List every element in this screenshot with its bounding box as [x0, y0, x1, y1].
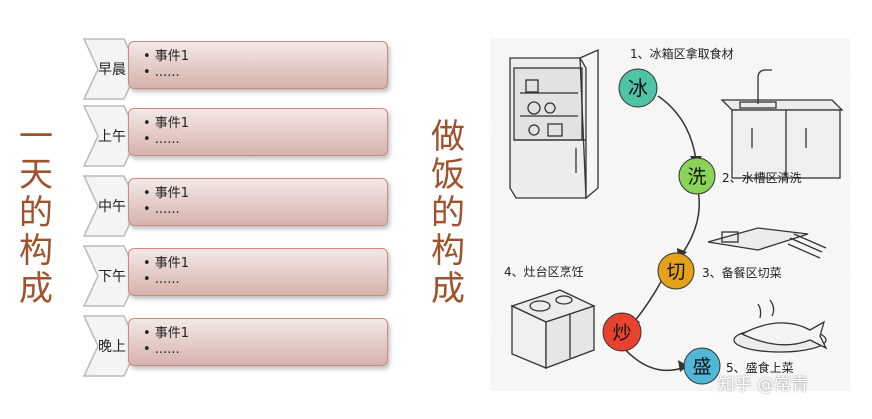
event-line: • 事件1 — [143, 186, 190, 201]
timeline-row-morning: 早晨 • 事件1 • ...... — [82, 37, 390, 100]
step-label: 2、水槽区清洗 — [722, 171, 802, 185]
step-glyph: 洗 — [687, 166, 706, 188]
stove-icon — [510, 289, 596, 369]
right-title-char: 饭 — [431, 155, 465, 195]
sink-icon — [720, 69, 844, 179]
step-label: 5、盛食上菜 — [726, 360, 794, 375]
timeline-row-noon: 中午 • 事件1 • ...... — [82, 174, 390, 237]
event-line: • 事件1 — [143, 256, 190, 271]
flow-arrows — [621, 95, 701, 372]
right-title-char: 的 — [431, 193, 465, 233]
step-glyph: 冰 — [628, 76, 648, 100]
period-label: 下午 — [98, 269, 126, 285]
timeline-row-evening: 晚上 • 事件1 • ...... — [82, 314, 390, 377]
step-wash: 洗 2、水槽区清洗 — [678, 157, 802, 195]
cutting-board-icon — [707, 227, 827, 259]
event-line: • ...... — [143, 272, 180, 287]
chevron-shape — [82, 38, 139, 100]
step-label: 3、备餐区切菜 — [702, 265, 782, 280]
step-label: 4、灶台区烹饪 — [504, 264, 584, 279]
fridge-icon — [509, 48, 599, 200]
step-glyph: 盛 — [692, 356, 711, 378]
period-label: 上午 — [98, 129, 126, 145]
timeline-row-afternoon: 下午 • 事件1 • ...... — [82, 244, 390, 307]
event-box: • 事件1 • ...... — [128, 178, 388, 226]
step-cut: 切 3、备餐区切菜 — [657, 252, 782, 290]
step-label: 1、冰箱区拿取食材 — [630, 46, 734, 61]
event-line: • 事件1 — [143, 49, 190, 64]
left-title-char: 天 — [19, 155, 53, 195]
event-line: • ...... — [143, 202, 180, 217]
right-title-char: 做 — [431, 117, 465, 157]
watermark: 知乎 @常青 — [718, 375, 809, 395]
left-title-char: 一 — [19, 117, 53, 157]
right-title-char: 构 — [431, 231, 465, 271]
cooking-flow-sketch: 冰 1、冰箱区拿取食材 洗 2、水槽区清洗 切 3、备餐区切菜 炒 4、灶台区烹… — [490, 38, 850, 391]
right-title-char: 成 — [431, 269, 465, 309]
left-title-char: 成 — [19, 269, 53, 309]
period-label: 中午 — [98, 199, 126, 215]
step-glyph: 切 — [666, 261, 685, 283]
left-vertical-title: 一 天 的 构 成 — [16, 118, 56, 308]
step-fry: 炒 4、灶台区烹饪 — [504, 264, 642, 352]
timeline-row-forenoon: 上午 • 事件1 • ...... — [82, 104, 390, 167]
step-ice: 冰 1、冰箱区拿取食材 — [618, 46, 734, 108]
event-box: • 事件1 • ...... — [128, 248, 388, 296]
fish-dish-icon — [733, 299, 828, 353]
step-serve: 盛 5、盛食上菜 — [683, 347, 794, 385]
event-box: • 事件1 • ...... — [128, 318, 388, 366]
event-line: • 事件1 — [143, 116, 190, 131]
period-label: 早晨 — [98, 62, 126, 78]
period-label: 晚上 — [98, 339, 126, 355]
event-line: • ...... — [143, 132, 180, 147]
event-box: • 事件1 • ...... — [128, 41, 388, 89]
left-title-char: 构 — [19, 231, 53, 271]
event-line: • 事件1 — [143, 326, 190, 341]
event-line: • ...... — [143, 342, 180, 357]
event-line: • ...... — [143, 65, 180, 80]
chevron-shape — [82, 105, 139, 167]
right-vertical-title: 做 饭 的 构 成 — [428, 118, 468, 308]
chevron-shape — [82, 175, 139, 237]
chevron-shape — [82, 315, 139, 377]
event-box: • 事件1 • ...... — [128, 108, 388, 156]
left-title-char: 的 — [19, 193, 53, 233]
step-glyph: 炒 — [612, 322, 631, 344]
chevron-shape — [82, 245, 139, 307]
